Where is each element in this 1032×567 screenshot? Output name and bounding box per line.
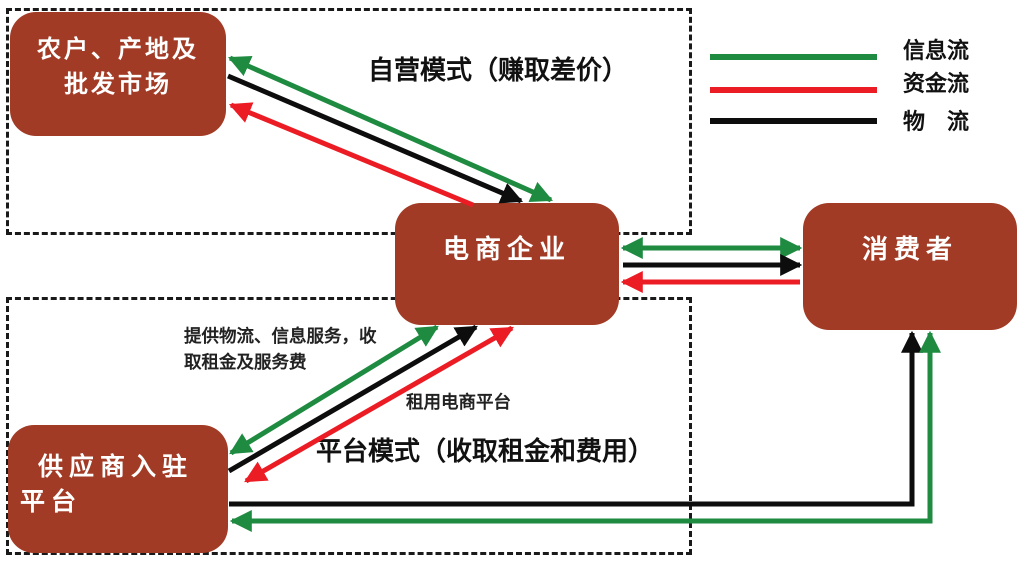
supplier-node-label-line1: 供应商入驻 [38,452,194,481]
rent-platform-annotation: 租用电商平台 [406,393,511,413]
logistics-flow-legend-line [710,118,877,124]
consumer-node-label: 消费者 [861,235,958,265]
ecommerce-enterprise-node: 电商企业 [395,203,619,325]
farm-node-label-line2: 批发市场 [64,69,172,98]
information-flow-legend-line [710,54,877,60]
farm-node-label-line1: 农户、产地及 [37,35,199,63]
provide-services-annotation: 提供物流、信息服务，收取租金及服务费 [184,327,377,374]
platform-model-title: 平台模式（收取租金和费用） [316,437,655,467]
logistics-flow-legend-label: 物 流 [903,110,970,135]
information-flow-legend-label: 信息流 [903,39,970,64]
supplier-node-label-line2: 平台 [20,487,83,516]
self-operated-model-title: 自营模式（赚取差价） [368,56,629,86]
ecommerce-node-label: 电商企业 [442,235,571,265]
capital-flow-legend-line [710,87,877,93]
farm-origin-wholesale-node: 农户、产地及 批发市场 [10,12,226,136]
supplier-platform-node: 供应商入驻 平台 [8,425,228,553]
capital-flow-legend-label: 资金流 [903,72,970,97]
self-operated-model-region [6,8,692,235]
consumer-node: 消费者 [803,203,1017,330]
